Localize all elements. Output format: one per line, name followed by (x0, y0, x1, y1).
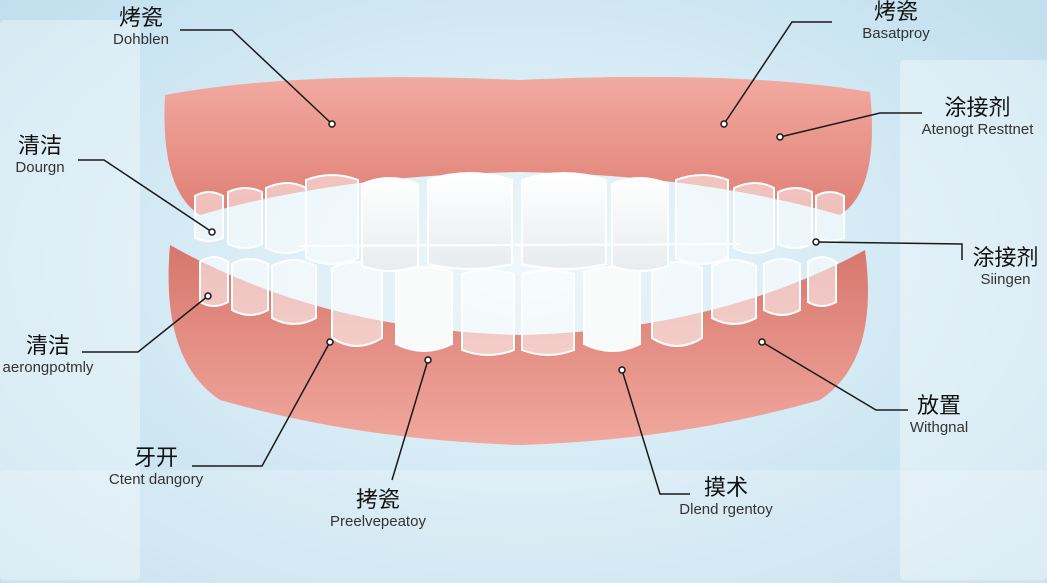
label-zh: 涂接剂 (972, 246, 1039, 271)
leader-bottom-mid-r (621, 369, 690, 495)
background-cabinet-left (0, 20, 140, 580)
background-cabinet-right (900, 60, 1047, 580)
leader-bottom-mid-l (391, 359, 429, 481)
label-bottom-left: 牙开 Ctent dangory (94, 446, 218, 489)
label-zh: 牙开 (133, 446, 178, 471)
label-right-1: 涂接剂 Atenogt Resttnet (908, 96, 1047, 139)
leader-lines (78, 21, 963, 495)
label-right-2: 涂接剂 Siingen (964, 246, 1047, 289)
label-mid-left-1: 清洁 Dourgn (0, 134, 80, 177)
label-en: Dourgn (15, 159, 65, 177)
upper-teeth (194, 172, 845, 272)
leader-right-3 (761, 341, 908, 411)
label-top-right: 烤瓷 Basatproy (836, 0, 956, 43)
label-zh: 摸术 (703, 476, 748, 501)
label-right-3: 放置 Withgnal (896, 394, 982, 437)
leader-mid-left-1 (78, 159, 213, 233)
label-zh: 拷瓷 (355, 488, 400, 513)
label-zh: 烤瓷 (873, 0, 918, 25)
label-en: Dlend rgentoy (679, 501, 773, 519)
label-zh: 清洁 (25, 334, 70, 359)
label-en: Dohblen (113, 31, 169, 49)
label-zh: 清洁 (17, 134, 62, 159)
label-en: aerongpotmly (2, 359, 94, 377)
leader-right-1 (779, 112, 922, 138)
label-zh: 涂接剂 (944, 96, 1011, 121)
leader-mid-left-2 (82, 295, 209, 353)
label-mid-left-2: 清洁 aerongpotmly (0, 334, 96, 377)
leader-top-right (723, 21, 832, 125)
label-en: Ctent dangory (108, 471, 204, 489)
label-en: Siingen (980, 271, 1031, 289)
label-en: Basatproy (862, 25, 930, 43)
leader-bottom-left (192, 341, 331, 467)
leader-top-left (180, 29, 333, 125)
leader-right-2 (815, 241, 963, 260)
label-en: Withgnal (909, 419, 969, 437)
lower-gum (168, 245, 869, 445)
label-en: Preelvepeatoy (330, 513, 426, 531)
label-zh: 烤瓷 (118, 6, 163, 31)
lower-teeth (199, 256, 837, 356)
label-bottom-mid-l: 拷瓷 Preelvepeatoy (310, 488, 446, 531)
background-counter (0, 470, 1047, 583)
aligner-wire (299, 243, 741, 247)
label-bottom-mid-r: 摸术 Dlend rgentoy (664, 476, 788, 519)
label-top-left: 烤瓷 Dohblen (98, 6, 184, 49)
label-en: Atenogt Resttnet (921, 121, 1034, 139)
label-zh: 放置 (916, 394, 961, 419)
